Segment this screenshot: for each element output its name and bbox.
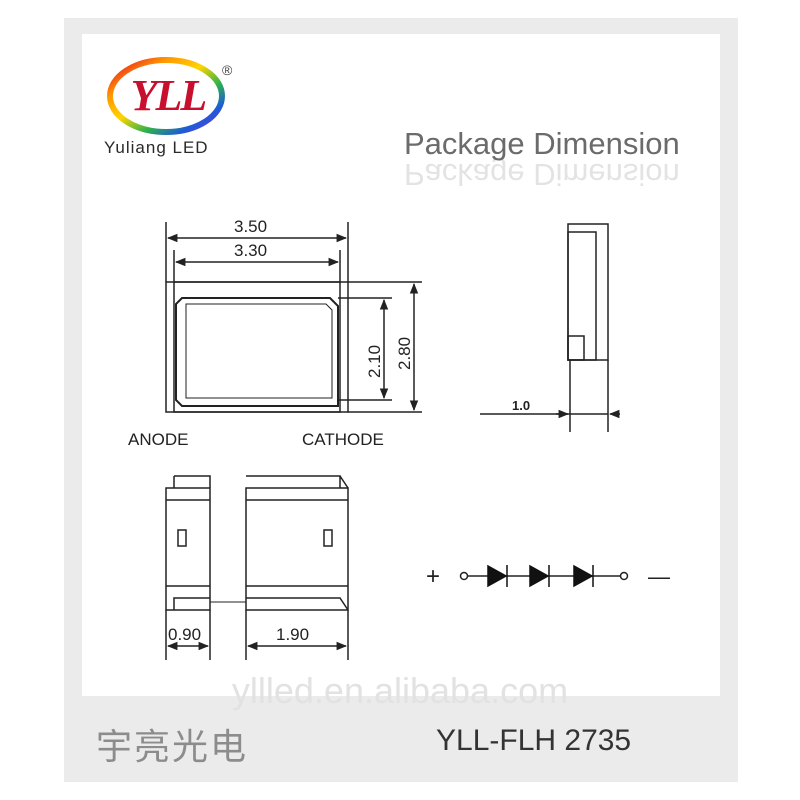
brand-name: Yuliang LED bbox=[104, 138, 209, 157]
schematic-end-node bbox=[619, 571, 629, 581]
side-view-body bbox=[567, 223, 609, 361]
side-view bbox=[480, 223, 620, 432]
page-title: Package Dimension bbox=[404, 126, 680, 161]
anode-pad-mark bbox=[177, 529, 187, 547]
bottom-view bbox=[165, 475, 349, 660]
schematic-start-node bbox=[459, 571, 469, 581]
dim-thickness: 1.0 bbox=[512, 398, 530, 413]
cathode-pad-mark bbox=[323, 529, 333, 547]
label-anode: ANODE bbox=[128, 430, 189, 449]
label-cathode: CATHODE bbox=[302, 430, 384, 449]
diode-1-icon bbox=[487, 564, 508, 588]
minus-sign: — bbox=[648, 564, 670, 589]
diode-2-icon bbox=[529, 564, 550, 588]
dim-outer-height: 2.80 bbox=[395, 337, 414, 370]
watermark-url: yllled.en.alibaba.com bbox=[231, 670, 569, 711]
dim-gap-width: 1.90 bbox=[276, 625, 309, 644]
company-name-cn: 宇亮光电 bbox=[96, 727, 249, 768]
logo-ring-icon bbox=[107, 57, 225, 135]
top-view bbox=[165, 222, 422, 413]
top-view-outer-body bbox=[165, 281, 349, 413]
top-view-lens bbox=[175, 297, 339, 407]
logo-text: YLL bbox=[130, 71, 208, 120]
dim-inner-width: 3.30 bbox=[234, 241, 267, 260]
registered-mark: ® bbox=[222, 62, 233, 78]
diode-symbols bbox=[487, 564, 594, 588]
dim-outer-width: 3.50 bbox=[234, 217, 267, 236]
diode-3-icon bbox=[573, 564, 594, 588]
dim-inner-height: 2.10 bbox=[365, 345, 384, 378]
dim-pad-width: 0.90 bbox=[168, 625, 201, 644]
plus-sign: + bbox=[426, 563, 440, 590]
model-number: YLL-FLH 2735 bbox=[436, 724, 632, 757]
